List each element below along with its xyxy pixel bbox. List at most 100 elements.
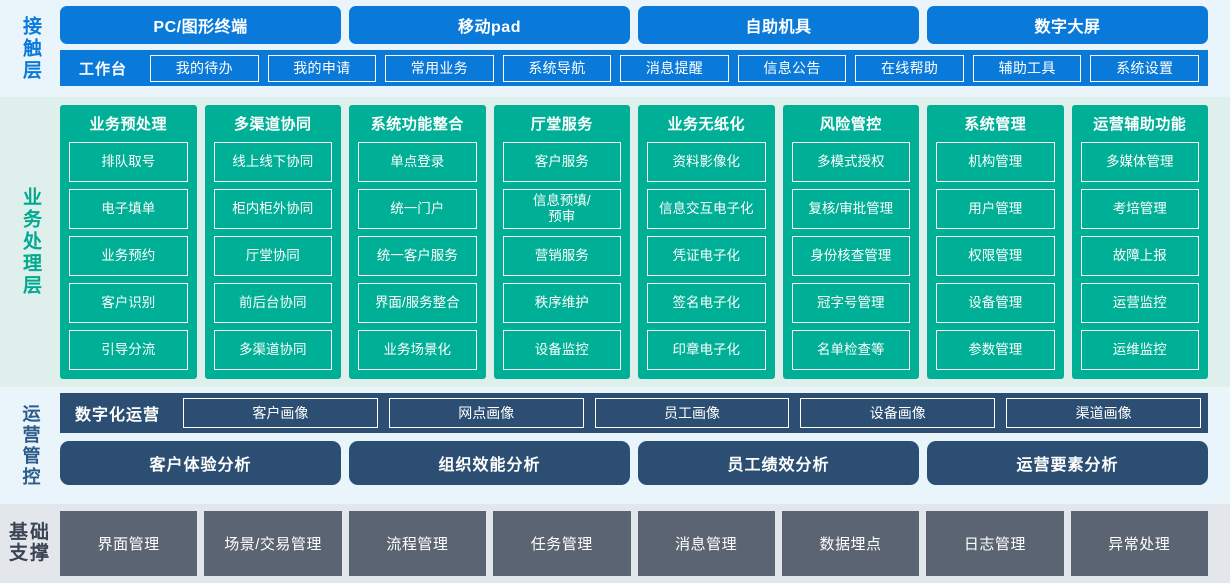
foundation-item-ui-management[interactable]: 界面管理 — [60, 511, 198, 576]
business-item[interactable]: 参数管理 — [936, 330, 1055, 370]
business-column-operation-support: 运营辅助功能 多媒体管理 考培管理 故障上报 运营监控 运维监控 — [1071, 105, 1208, 379]
foundation-item-task-management[interactable]: 任务管理 — [493, 511, 631, 576]
portrait-customer[interactable]: 客户画像 — [183, 398, 378, 428]
analysis-row: 客户体验分析 组织效能分析 员工绩效分析 运营要素分析 — [60, 441, 1208, 485]
business-column-title: 业务无纸化 — [667, 116, 745, 133]
business-item[interactable]: 信息预填/ 预审 — [502, 189, 621, 229]
analysis-operation-elements[interactable]: 运营要素分析 — [927, 441, 1208, 485]
workbench-title: 工作台 — [79, 60, 128, 78]
business-column-title: 业务预处理 — [89, 116, 167, 133]
business-layer-body: 业务预处理 排队取号 电子填单 业务预约 客户识别 引导分流 多渠道协同 线上线… — [60, 105, 1230, 379]
business-layer-band: 业务处理层 业务预处理 排队取号 电子填单 业务预约 客户识别 引导分流 多渠道… — [0, 97, 1230, 387]
business-column-title: 风险管控 — [819, 116, 882, 133]
business-column-title: 系统功能整合 — [370, 116, 464, 133]
business-item[interactable]: 秩序维护 — [502, 283, 621, 323]
workbench-item-system-settings[interactable]: 系统设置 — [1090, 54, 1199, 82]
business-column-multichannel: 多渠道协同 线上线下协同 柜内柜外协同 厅堂协同 前后台协同 多渠道协同 — [204, 105, 341, 379]
digital-operations-bar: 数字化运营 客户画像 网点画像 员工画像 设备画像 渠道画像 — [60, 393, 1208, 433]
business-item[interactable]: 冠字号管理 — [791, 283, 910, 323]
business-item[interactable]: 故障上报 — [1080, 236, 1199, 276]
contact-layer-body: PC/图形终端 移动pad 自助机具 数字大屏 工作台 我的待办 我的申请 常用… — [60, 6, 1230, 91]
business-item[interactable]: 柜内柜外协同 — [213, 189, 332, 229]
channel-self-service[interactable]: 自助机具 — [638, 6, 919, 44]
business-column-title: 厅堂服务 — [530, 116, 593, 133]
channel-mobile-pad[interactable]: 移动pad — [349, 6, 630, 44]
business-item[interactable]: 多媒体管理 — [1080, 142, 1199, 182]
operations-layer-label: 运营管控 — [20, 403, 41, 488]
business-item[interactable]: 印章电子化 — [647, 330, 766, 370]
foundation-layer-label: 基础 支撑 — [8, 521, 51, 564]
business-item[interactable]: 多模式授权 — [791, 142, 910, 182]
workbench-item-aux-tools[interactable]: 辅助工具 — [972, 54, 1082, 82]
business-item[interactable]: 签名电子化 — [647, 283, 766, 323]
workbench-item-common-business[interactable]: 常用业务 — [385, 54, 494, 82]
workbench-item-message-reminder[interactable]: 消息提醒 — [620, 54, 729, 82]
foundation-item-exception-handling[interactable]: 异常处理 — [1070, 511, 1208, 576]
workbench-item-my-todo[interactable]: 我的待办 — [150, 54, 259, 82]
business-item[interactable]: 设备监控 — [502, 330, 621, 370]
analysis-customer-experience[interactable]: 客户体验分析 — [60, 441, 341, 485]
portrait-device[interactable]: 设备画像 — [800, 398, 996, 428]
business-item[interactable]: 设备管理 — [936, 283, 1055, 323]
business-item[interactable]: 业务预约 — [69, 236, 188, 276]
analysis-employee-performance[interactable]: 员工绩效分析 — [638, 441, 919, 485]
foundation-item-data-tracking[interactable]: 数据埋点 — [781, 511, 920, 576]
foundation-item-message-management[interactable]: 消息管理 — [637, 511, 775, 576]
channel-pc[interactable]: PC/图形终端 — [60, 6, 341, 44]
foundation-item-log-management[interactable]: 日志管理 — [926, 511, 1064, 576]
business-item[interactable]: 客户识别 — [69, 283, 188, 323]
business-item[interactable]: 运维监控 — [1080, 330, 1199, 370]
business-item[interactable]: 资料影像化 — [647, 142, 766, 182]
business-item[interactable]: 界面/服务整合 — [358, 283, 477, 323]
channel-row: PC/图形终端 移动pad 自助机具 数字大屏 — [60, 6, 1208, 44]
business-item[interactable]: 运营监控 — [1080, 283, 1199, 323]
business-item[interactable]: 单点登录 — [358, 142, 477, 182]
business-item[interactable]: 考培管理 — [1080, 189, 1199, 229]
foundation-layer-label-line2: 支撑 — [8, 542, 51, 564]
business-item[interactable]: 名单检查等 — [791, 330, 910, 370]
foundation-item-scenario-transaction-management[interactable]: 场景/交易管理 — [204, 511, 342, 576]
business-item[interactable]: 排队取号 — [69, 142, 188, 182]
business-layer-label-cell: 业务处理层 — [0, 105, 60, 379]
business-item[interactable]: 用户管理 — [936, 189, 1055, 229]
channel-digital-screen[interactable]: 数字大屏 — [927, 6, 1208, 44]
business-item[interactable]: 电子填单 — [69, 189, 188, 229]
portrait-branch[interactable]: 网点画像 — [388, 398, 584, 428]
business-item[interactable]: 身份核查管理 — [791, 236, 910, 276]
business-column-title: 系统管理 — [964, 116, 1027, 133]
business-item[interactable]: 多渠道协同 — [213, 330, 332, 370]
business-item[interactable]: 客户服务 — [502, 142, 621, 182]
workbench-item-my-application[interactable]: 我的申请 — [267, 54, 377, 82]
business-item[interactable]: 复核/审批管理 — [791, 189, 910, 229]
business-item[interactable]: 业务场景化 — [358, 330, 477, 370]
foundation-layer-label-cell: 基础 支撑 — [0, 511, 60, 576]
foundation-layer-body: 界面管理 场景/交易管理 流程管理 任务管理 消息管理 数据埋点 日志管理 异常… — [60, 511, 1230, 576]
business-column-preprocessing: 业务预处理 排队取号 电子填单 业务预约 客户识别 引导分流 — [60, 105, 197, 379]
business-column-system-integration: 系统功能整合 单点登录 统一门户 统一客户服务 界面/服务整合 业务场景化 — [349, 105, 486, 379]
workbench-item-system-navigation[interactable]: 系统导航 — [502, 54, 612, 82]
portrait-channel[interactable]: 渠道画像 — [1006, 398, 1201, 428]
business-column-lobby-service: 厅堂服务 客户服务 信息预填/ 预审 营销服务 秩序维护 设备监控 — [493, 105, 630, 379]
workbench-item-online-help[interactable]: 在线帮助 — [855, 54, 964, 82]
business-item[interactable]: 权限管理 — [936, 236, 1055, 276]
analysis-organization-efficiency[interactable]: 组织效能分析 — [349, 441, 630, 485]
foundation-layer-band: 基础 支撑 界面管理 场景/交易管理 流程管理 任务管理 消息管理 数据埋点 日… — [0, 504, 1230, 583]
business-item[interactable]: 前后台协同 — [213, 283, 332, 323]
business-item[interactable]: 统一客户服务 — [358, 236, 477, 276]
workbench-item-announcement[interactable]: 信息公告 — [737, 54, 847, 82]
foundation-layer-label-line1: 基础 — [8, 521, 51, 543]
business-item[interactable]: 信息交互电子化 — [647, 189, 766, 229]
contact-layer-label-cell: 接触层 — [0, 6, 60, 91]
business-column-paperless: 业务无纸化 资料影像化 信息交互电子化 凭证电子化 签名电子化 印章电子化 — [638, 105, 775, 379]
foundation-item-process-management[interactable]: 流程管理 — [348, 511, 487, 576]
business-item[interactable]: 凭证电子化 — [647, 236, 766, 276]
business-item[interactable]: 厅堂协同 — [213, 236, 332, 276]
business-item[interactable]: 营销服务 — [502, 236, 621, 276]
business-item[interactable]: 引导分流 — [69, 330, 188, 370]
workbench-bar: 工作台 我的待办 我的申请 常用业务 系统导航 消息提醒 信息公告 在线帮助 辅… — [60, 50, 1208, 86]
portrait-employee[interactable]: 员工画像 — [594, 398, 790, 428]
business-item[interactable]: 线上线下协同 — [213, 142, 332, 182]
business-item[interactable]: 统一门户 — [358, 189, 477, 229]
business-item[interactable]: 机构管理 — [936, 142, 1055, 182]
